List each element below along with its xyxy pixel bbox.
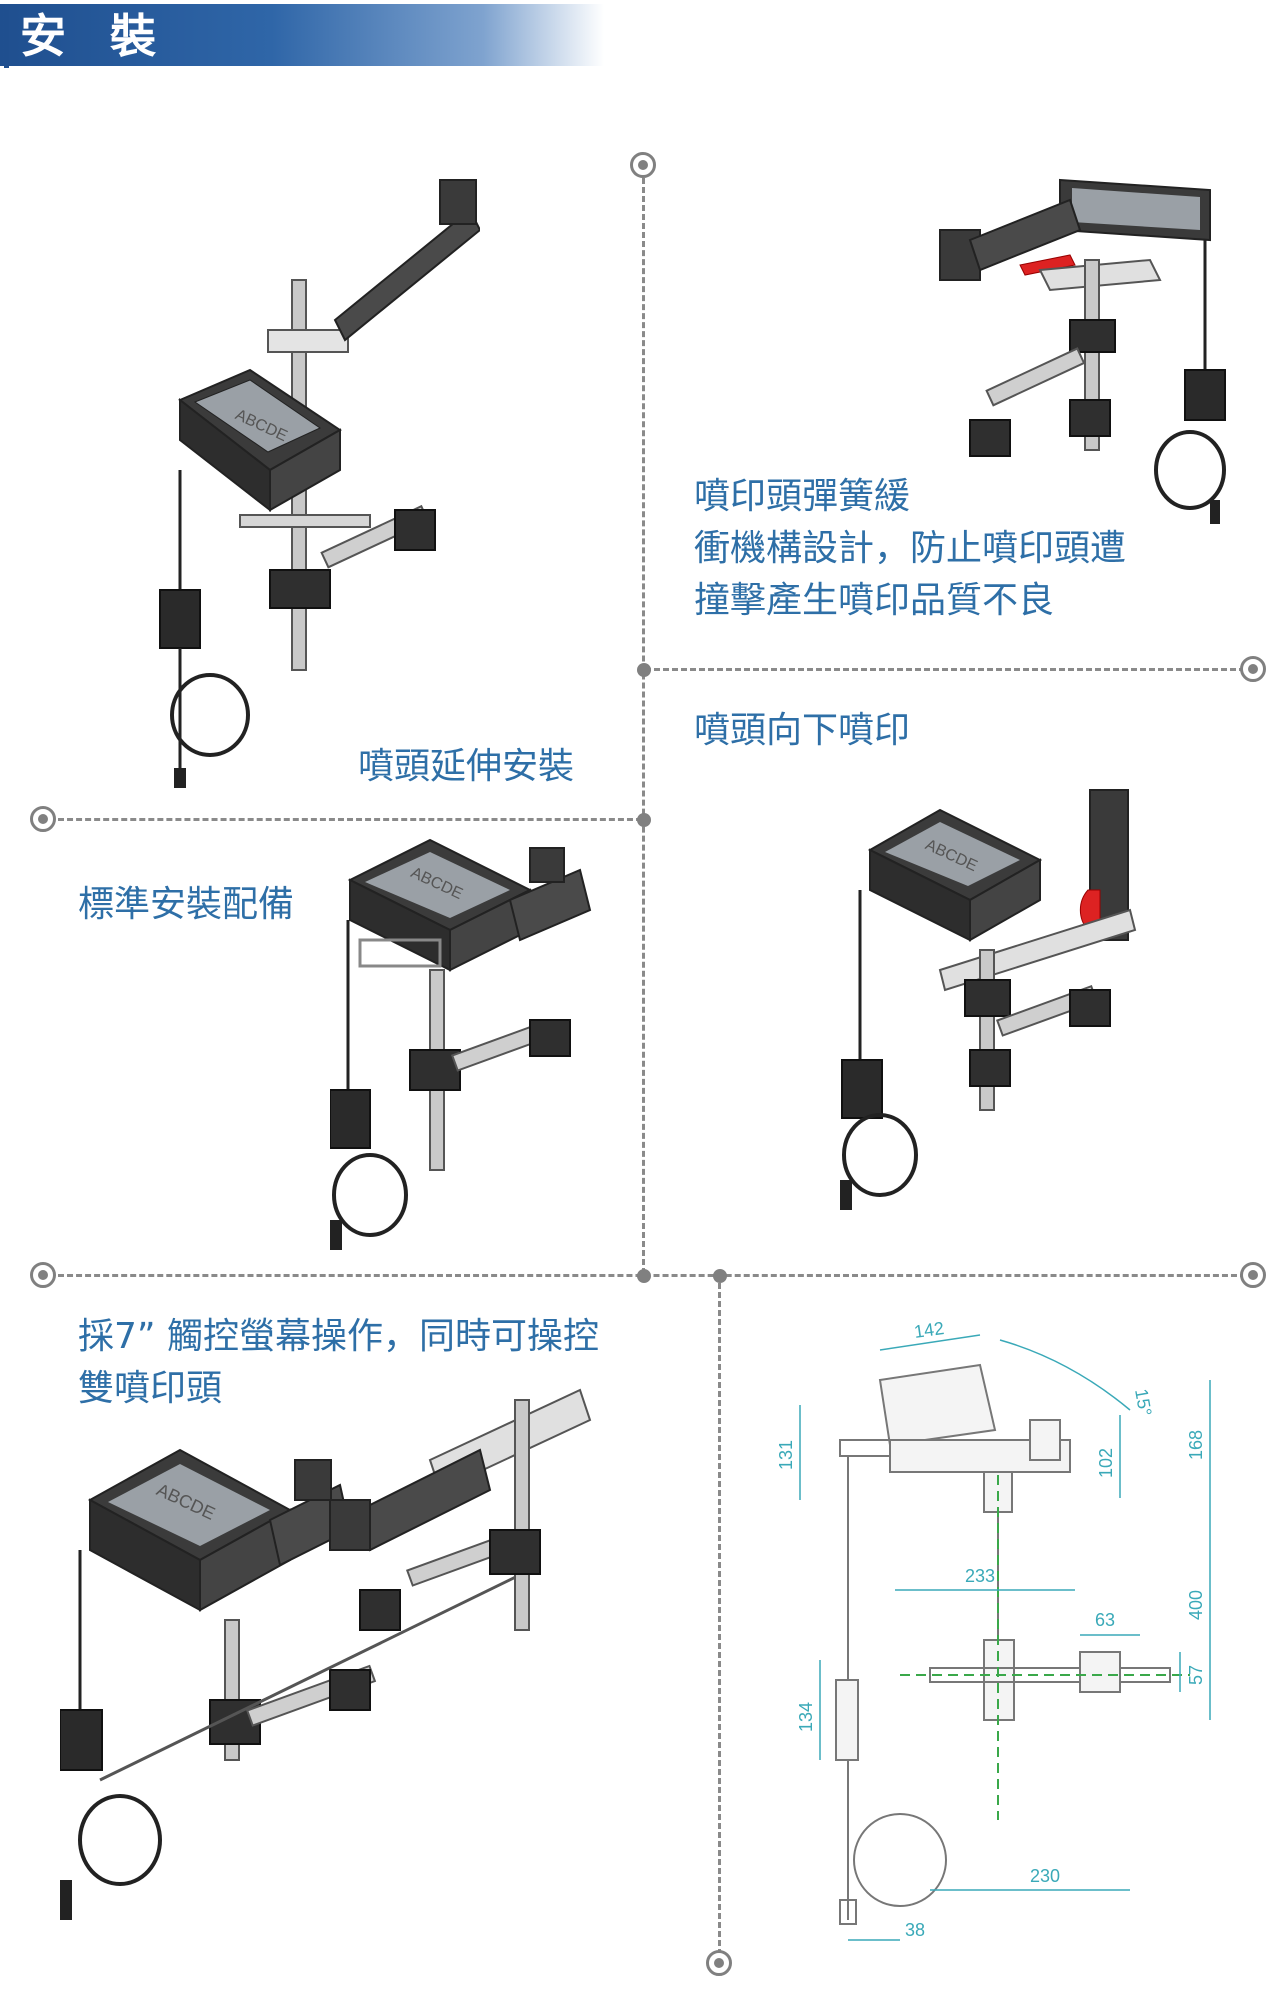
grid-joint-1 [637, 663, 651, 677]
caption-spring-line-2: 衝機構設計，防止噴印頭遭 [694, 528, 1127, 569]
standard-install-illustration: ABCDE [330, 838, 592, 1250]
divider-vertical-top [642, 178, 645, 1274]
dim-142: 142 [913, 1318, 946, 1342]
dim-38: 38 [905, 1920, 925, 1940]
dim-131: 131 [776, 1440, 796, 1470]
grid-node-right-mid [1240, 656, 1266, 682]
caption-downward-print: 噴頭向下噴印 [694, 710, 911, 751]
divider-vertical-bottom [718, 1274, 721, 1964]
dim-400: 400 [1186, 1590, 1206, 1620]
dim-168: 168 [1186, 1430, 1206, 1460]
downward-print-illustration: ABCDE [840, 789, 1137, 1210]
spring-buffer-illustration [939, 178, 1226, 524]
grid-node-left-mid [30, 806, 56, 832]
grid-joint-3 [637, 1269, 651, 1283]
grid-node-top [630, 152, 656, 178]
page-title: 安 裝 [20, 9, 171, 63]
divider-horizontal-right [645, 668, 1245, 671]
dim-134: 134 [796, 1702, 816, 1732]
header-accent-bar [4, 10, 9, 68]
grid-node-bottom [706, 1950, 732, 1976]
dimension-drawing: 142 15° 131 102 168 233 63 400 134 57 23… [776, 1318, 1211, 1941]
dim-230: 230 [1030, 1866, 1060, 1886]
section-header: 安 裝 [0, 4, 604, 68]
caption-extension-install: 噴頭延伸安裝 [358, 746, 575, 787]
caption-touch-line-2: 雙噴印頭 [78, 1368, 223, 1409]
dim-63: 63 [1095, 1610, 1115, 1630]
dual-head-illustration: ABCDE [60, 1388, 592, 1920]
dim-57: 57 [1186, 1665, 1206, 1685]
grid-node-left-bottom [30, 1262, 56, 1288]
dim-102: 102 [1096, 1448, 1116, 1478]
grid-joint-2 [637, 813, 651, 827]
grid-node-right-bottom [1240, 1262, 1266, 1288]
caption-standard-install: 標準安裝配備 [78, 884, 295, 925]
extension-install-illustration: ABCDE [159, 179, 480, 788]
caption-spring-line-3: 撞擊產生噴印品質不良 [694, 580, 1055, 621]
grid-joint-4 [713, 1269, 727, 1283]
dim-15-degree: 15° [1131, 1387, 1155, 1417]
divider-horizontal-bottom [58, 1274, 1246, 1277]
dim-233: 233 [965, 1566, 995, 1586]
divider-horizontal-left [58, 818, 642, 821]
caption-touch-line-1: 採7” 觸控螢幕操作，同時可操控 [78, 1316, 599, 1357]
caption-spring-line-1: 噴印頭彈簧緩 [694, 476, 911, 517]
